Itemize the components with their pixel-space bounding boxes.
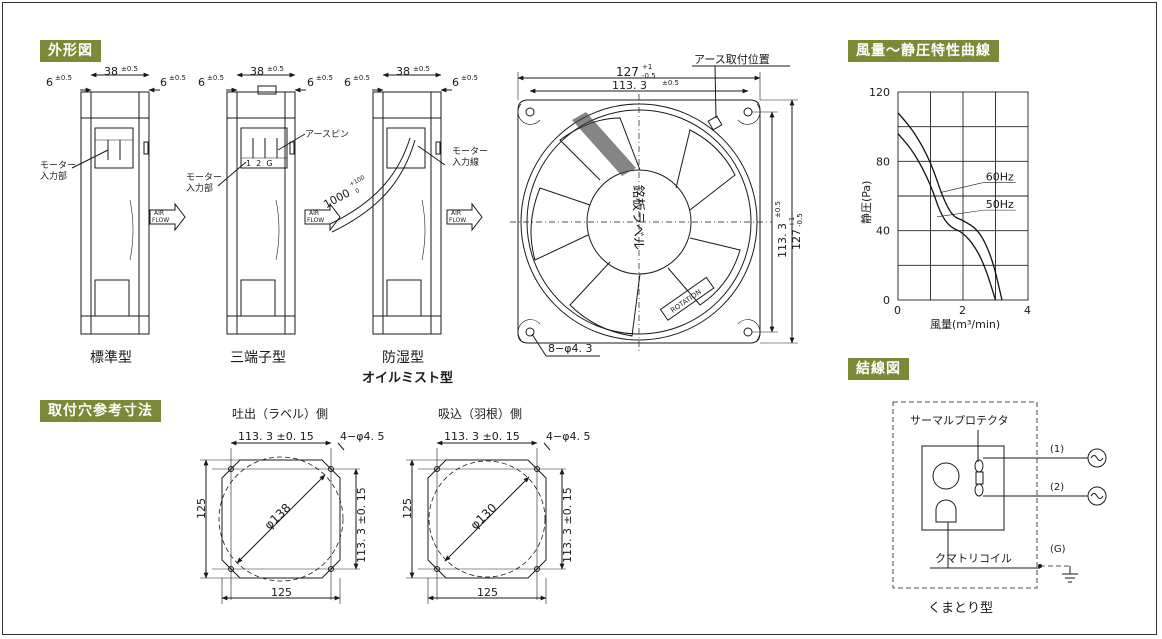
dim-38-tol: ±0.5 (121, 65, 138, 73)
nameplate-label: 銘板ラベル (630, 185, 645, 250)
svg-text:±0.5: ±0.5 (461, 74, 478, 82)
svg-text:±0.5: ±0.5 (662, 79, 679, 87)
svg-text:127: 127 (790, 229, 803, 250)
svg-text:-0.5: -0.5 (796, 213, 804, 227)
mount-inlet-holes: 4−φ4. 5 (546, 430, 590, 443)
front-view: 127 +1 -0.5 113. 3 ±0.5 (510, 52, 804, 357)
svg-text:113. 3: 113. 3 (776, 223, 789, 258)
mount-outlet-width: 125 (271, 586, 292, 599)
mount-outlet-height: 125 (195, 498, 208, 519)
terminal-2: (2) (1050, 482, 1064, 493)
series-leader-60Hz (940, 182, 984, 193)
y-tick-label: 0 (883, 294, 890, 307)
svg-text:±0.5: ±0.5 (169, 74, 186, 82)
y-tick-label: 40 (876, 225, 890, 238)
svg-text:+100: +100 (348, 174, 366, 188)
front-outer-dim: 127 (616, 65, 639, 79)
svg-text:0: 0 (354, 187, 361, 195)
label-motor-input: モーター入力部 (40, 160, 76, 182)
front-hole-pitch: 113. 3 (612, 79, 647, 92)
side-view-terminal: 38 ±0.5 6 ±0.5 6 ±0.5 1 2 G アースピン (186, 65, 349, 366)
mount-inlet-pitch: 113. 3 ±0. 15 (444, 430, 520, 443)
earth-position-label: アース取付位置 (694, 52, 770, 66)
series-line-50Hz (897, 133, 997, 301)
svg-text:38: 38 (396, 65, 410, 78)
y-tick-label: 80 (876, 155, 890, 168)
mount-inlet-dia: φ130 (468, 501, 500, 532)
svg-text:6: 6 (307, 76, 314, 89)
mount-outlet-holes: 4−φ4. 5 (340, 430, 384, 443)
svg-text:-0.5: -0.5 (642, 72, 656, 80)
label-motor-input-2: モーター入力部 (186, 172, 222, 194)
mount-inlet-height: 125 (401, 498, 414, 519)
wiring-caption: くまとり型 (928, 601, 993, 616)
caption-standard: 標準型 (90, 350, 132, 366)
dim-6-right: 6 (160, 76, 167, 89)
mount-outlet-vpitch: 113. 3 ±0. 15 (355, 487, 368, 563)
chart-ylabel: 静圧(Pa) (859, 181, 873, 224)
mount-outlet-pitch: 113. 3 ±0. 15 (238, 430, 314, 443)
header-wiring: 結線図 (848, 358, 909, 380)
x-tick-label: 0 (894, 304, 901, 317)
svg-text:±0.5: ±0.5 (316, 74, 333, 82)
svg-text:6: 6 (198, 76, 205, 89)
wiring-diagram: サーマルプロテクタ (1) (2) クマトリコイル (G) (892, 401, 1107, 616)
mount-inlet-title: 吸込（羽根）側 (438, 407, 522, 421)
svg-text:±0.5: ±0.5 (353, 74, 370, 82)
header-characteristic: 風量～静圧特性曲線 (848, 40, 999, 62)
header-outline: 外形図 (40, 40, 101, 62)
mounting-outlet: 吐出（ラベル）側 113. 3 ±0. 15 4−φ4. 5 φ138 125 (195, 407, 384, 604)
svg-text:+1: +1 (642, 63, 652, 71)
caption-oil-mist: オイルミスト型 (362, 370, 453, 386)
svg-text:±0.5: ±0.5 (55, 74, 72, 82)
series-label-50Hz: 50Hz (986, 198, 1014, 211)
terminal-g: (G) (1050, 544, 1066, 555)
thermal-protector-label: サーマルプロテクタ (910, 414, 1009, 427)
svg-text:6: 6 (452, 76, 459, 89)
caption-moisture: 防湿型 (382, 350, 424, 366)
series-leader-50Hz (936, 209, 984, 218)
series-line-60Hz (897, 112, 1003, 301)
caption-terminal: 三端子型 (230, 350, 286, 366)
svg-text:±0.5: ±0.5 (207, 74, 224, 82)
x-tick-label: 2 (959, 304, 966, 317)
coil-label: クマトリコイル (935, 552, 1012, 565)
header-mounting: 取付穴参考寸法 (40, 400, 161, 422)
chart-series: 60Hz 50Hz (897, 112, 1016, 301)
svg-text:38: 38 (250, 65, 264, 78)
svg-text:±0.5: ±0.5 (774, 201, 782, 218)
lead-length: 1000 (321, 186, 352, 211)
side-view-moisture: 38 ±0.5 6 ±0.5 6 ±0.5 モーター入力線 1000 +100 (321, 65, 488, 386)
chart-gridlines (898, 92, 1028, 300)
mounting-inlet: 吸込（羽根）側 113. 3 ±0. 15 4−φ4. 5 φ130 125 (401, 407, 590, 604)
svg-text:±0.5: ±0.5 (267, 65, 284, 73)
svg-text:±0.5: ±0.5 (413, 65, 430, 73)
svg-text:6: 6 (344, 76, 351, 89)
holes-label: 8−φ4. 3 (548, 342, 592, 355)
svg-text:+1: +1 (788, 217, 796, 227)
chart-xlabel: 風量(m³/min) (930, 318, 1000, 331)
mount-inlet-width: 125 (477, 586, 498, 599)
label-motor-wire: モーター入力線 (452, 146, 488, 168)
mount-outlet-dia: φ138 (262, 501, 294, 532)
label-earth-pin: アースピン (305, 129, 349, 140)
x-tick-label: 4 (1024, 304, 1031, 317)
terminal-numbers: 1 2 G (246, 159, 273, 168)
mount-inlet-vpitch: 113. 3 ±0. 15 (561, 487, 574, 563)
dim-38: 38 (104, 65, 118, 78)
terminal-1: (1) (1050, 444, 1064, 455)
series-label-60Hz: 60Hz (986, 170, 1014, 183)
mount-outlet-title: 吐出（ラベル）側 (232, 407, 328, 421)
y-tick-label: 120 (869, 86, 890, 99)
dim-6-left: 6 (46, 76, 53, 89)
